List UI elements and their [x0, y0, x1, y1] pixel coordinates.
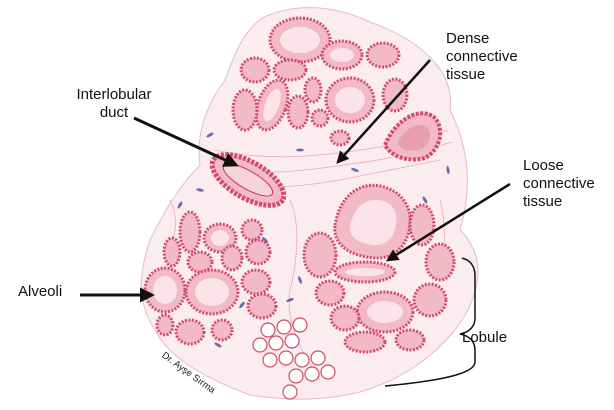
dense-connective-arrow — [336, 59, 431, 164]
alveoli-label: Alveoli — [18, 283, 63, 300]
lobule-label: Lobule — [462, 329, 508, 346]
right-lobule-alveoli — [302, 183, 456, 354]
interlobular-duct-arrow — [133, 116, 239, 167]
loose-connective-arrow — [385, 182, 511, 262]
adipocytes — [252, 317, 336, 400]
loose-connective-tissue-label: Loose connective tissue — [523, 157, 595, 210]
right-lobule-lumens — [345, 199, 403, 323]
left-lobule-lumens — [153, 230, 229, 306]
interlobular-duct-label: Interlobular duct — [76, 86, 152, 121]
upper-alveoli — [231, 16, 409, 147]
dense-connective-tissue-label: Dense connective tissue — [446, 30, 518, 83]
lobule-bracket — [384, 257, 476, 387]
upper-alveoli-lumens — [263, 27, 365, 122]
interlobular-duct — [209, 152, 287, 208]
